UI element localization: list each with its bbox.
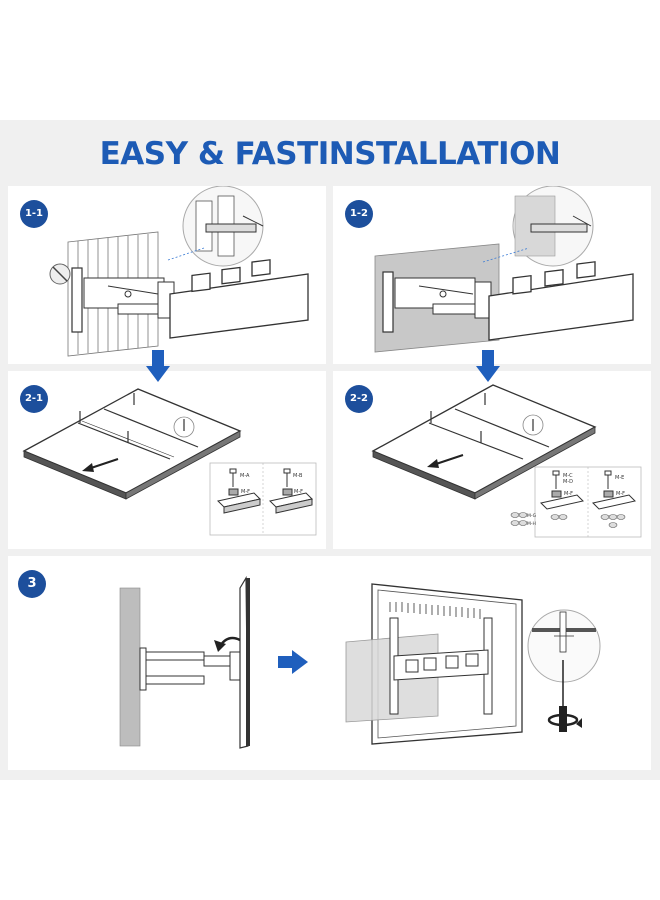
part-label-ma: M-A [240,473,250,479]
tv-side [239,575,250,749]
part-label-mc: M-C [563,473,573,479]
zoom-detail-circle [173,416,195,438]
solid-wall-mount-illustration [374,186,634,353]
part-label-mf: M-F [564,491,573,497]
direction-arrow [82,458,119,472]
part-label-me: M-E [615,475,624,481]
part-label-mh: M-H [527,521,536,527]
step-badge: 1-1 [20,200,48,228]
direction-arrow [427,454,464,468]
step-badge: 1-2 [345,200,373,228]
parts-inset: M-A M-F M-B M-F [209,462,317,536]
zoom-detail-circle [512,186,594,267]
wall-plate [71,267,83,333]
articulating-arm [139,647,241,691]
part-label-mf: M-F [241,489,250,495]
articulating-arm [394,277,492,319]
zoom-detail-circle [522,414,544,436]
screwdriver-icon [547,660,582,732]
step-badge: 2-2 [345,385,373,413]
panel-step-1-2: 1-2 [333,186,651,364]
tv-bracket [488,261,634,341]
part-label-mf: M-F [294,489,303,495]
parts-inset: M-C M-D M-F M-E M-F M-G M-H [510,466,642,538]
spacers [510,512,626,528]
tv-back-illustration: M-C M-D M-F M-E M-F M-G M-H [371,384,642,538]
step-badge: 3 [18,570,46,598]
part-label-mf: M-F [616,491,625,497]
panel-step-2-2: M-C M-D M-F M-E M-F M-G M-H 2-2 [333,371,651,549]
right-arrow-icon [278,650,308,674]
zoom-detail-circle [527,609,601,683]
panel-step-3: 3 [8,556,651,770]
part-label-mb: M-B [293,473,303,479]
tv-hanging-illustration [119,575,601,749]
screws [430,393,534,443]
tv-bracket [389,617,493,715]
zoom-detail-circle [182,186,264,267]
part-label-md: M-D [563,479,573,485]
tv-back-panel [22,388,242,500]
part-label-mg: M-G [527,513,537,519]
wall-side [119,587,141,747]
wall-mount-illustration [49,186,309,357]
tv-back-illustration: M-A M-F M-B M-F [22,388,317,536]
screws [79,393,185,443]
rotate-arrow-icon [214,636,241,652]
articulating-arm [83,277,175,319]
panel-step-2-1: M-A M-F M-B M-F 2-1 [8,371,326,549]
mounting-rails [428,408,550,460]
step-badge: 2-1 [20,385,48,413]
wall-plate [382,271,394,333]
tv-bracket [169,259,309,339]
page-title: EASY & FASTINSTALLATION [99,136,561,172]
no-drill-icon [49,263,71,285]
panel-step-1-1: 1-1 [8,186,326,364]
